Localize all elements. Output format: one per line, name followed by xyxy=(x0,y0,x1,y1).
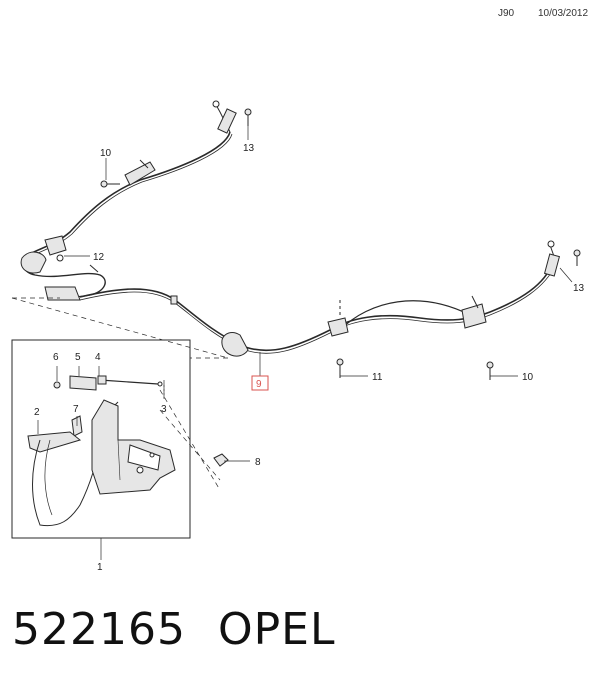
bolt-top-13 xyxy=(244,108,252,126)
brand-name: OPEL xyxy=(218,604,336,655)
inset-parking-brake-lever xyxy=(27,366,176,527)
highlight-box-9 xyxy=(251,375,269,391)
callout-13-top: 13 xyxy=(243,143,255,154)
diagram-code: J90 xyxy=(498,8,515,19)
nut-8 xyxy=(213,453,229,467)
inset-box xyxy=(11,339,191,539)
callout-2: 2 xyxy=(34,407,40,418)
front-cable xyxy=(20,100,237,301)
callout-4: 4 xyxy=(95,352,101,363)
callout-12: 12 xyxy=(93,252,105,263)
diagram-date: 10/03/2012 xyxy=(538,8,589,19)
callout-9: 9 xyxy=(256,379,262,390)
bolt-right-13 xyxy=(573,249,581,266)
part-number: 522165 xyxy=(12,604,186,655)
callout-1: 1 xyxy=(97,562,103,573)
callout-8: 8 xyxy=(255,457,261,468)
callout-3: 3 xyxy=(161,404,167,415)
callout-10-left: 10 xyxy=(100,148,112,159)
callout-5: 5 xyxy=(75,352,81,363)
callout-6: 6 xyxy=(53,352,59,363)
bolt-11 xyxy=(336,358,344,378)
rear-cable xyxy=(79,240,561,357)
callout-10-right: 10 xyxy=(522,372,534,383)
leader-lines xyxy=(64,126,573,560)
callout-11: 11 xyxy=(372,372,383,383)
callout-7: 7 xyxy=(73,404,79,415)
bolt-right-10 xyxy=(486,361,494,380)
bolt-left-10 xyxy=(100,180,120,188)
callout-13-right: 13 xyxy=(573,283,585,294)
